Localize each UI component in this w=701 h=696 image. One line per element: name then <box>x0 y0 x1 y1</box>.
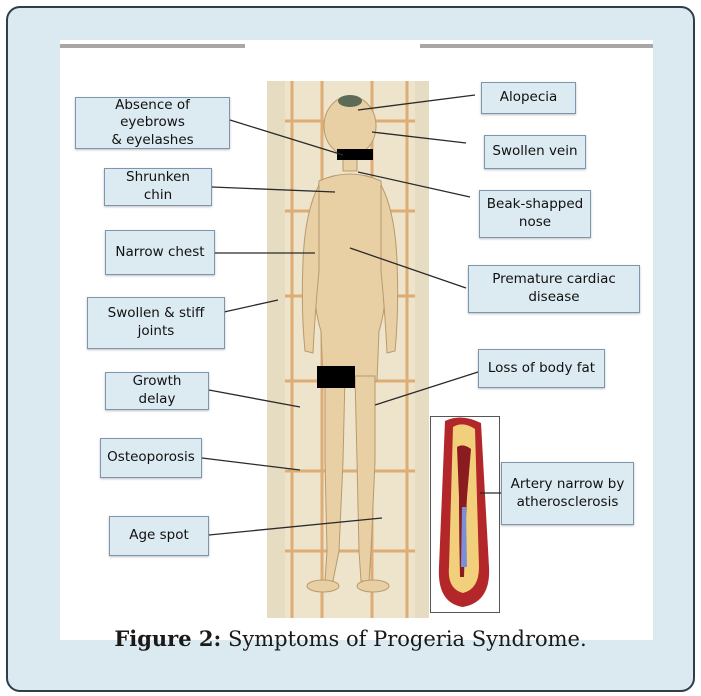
top-rule-left <box>60 44 245 48</box>
label-swollen-vein: Swollen vein <box>484 135 586 169</box>
label-growth-delay: Growth delay <box>105 372 209 410</box>
label-artery-narrow: Artery narrow by atherosclerosis <box>501 462 634 525</box>
figure-frame: Alopecia Absence of eyebrows & eyelashes… <box>6 6 695 692</box>
label-premature-cardiac: Premature cardiac disease <box>468 265 640 313</box>
label-shrunken-chin: Shrunken chin <box>104 168 212 206</box>
patient-photo <box>267 81 429 618</box>
label-absence-eyebrows: Absence of eyebrows & eyelashes <box>75 97 230 149</box>
artery-illustration <box>431 417 499 612</box>
top-rule-right <box>420 44 653 48</box>
label-loss-body-fat: Loss of body fat <box>478 349 605 388</box>
figure-caption: Figure 2: Symptoms of Progeria Syndrome. <box>8 626 693 651</box>
label-alopecia: Alopecia <box>481 82 576 114</box>
label-beak-nose: Beak-shapped nose <box>479 190 591 238</box>
label-swollen-joints: Swollen & stiff joints <box>87 297 225 349</box>
caption-label: Figure 2: <box>114 626 221 651</box>
label-age-spot: Age spot <box>109 516 209 556</box>
patient-illustration <box>267 81 429 618</box>
caption-text: Symptoms of Progeria Syndrome. <box>221 627 586 651</box>
figure-panel: Alopecia Absence of eyebrows & eyelashes… <box>60 40 653 640</box>
label-osteoporosis: Osteoporosis <box>100 438 202 478</box>
label-narrow-chest: Narrow chest <box>105 230 215 275</box>
artery-cross-section <box>430 416 500 613</box>
